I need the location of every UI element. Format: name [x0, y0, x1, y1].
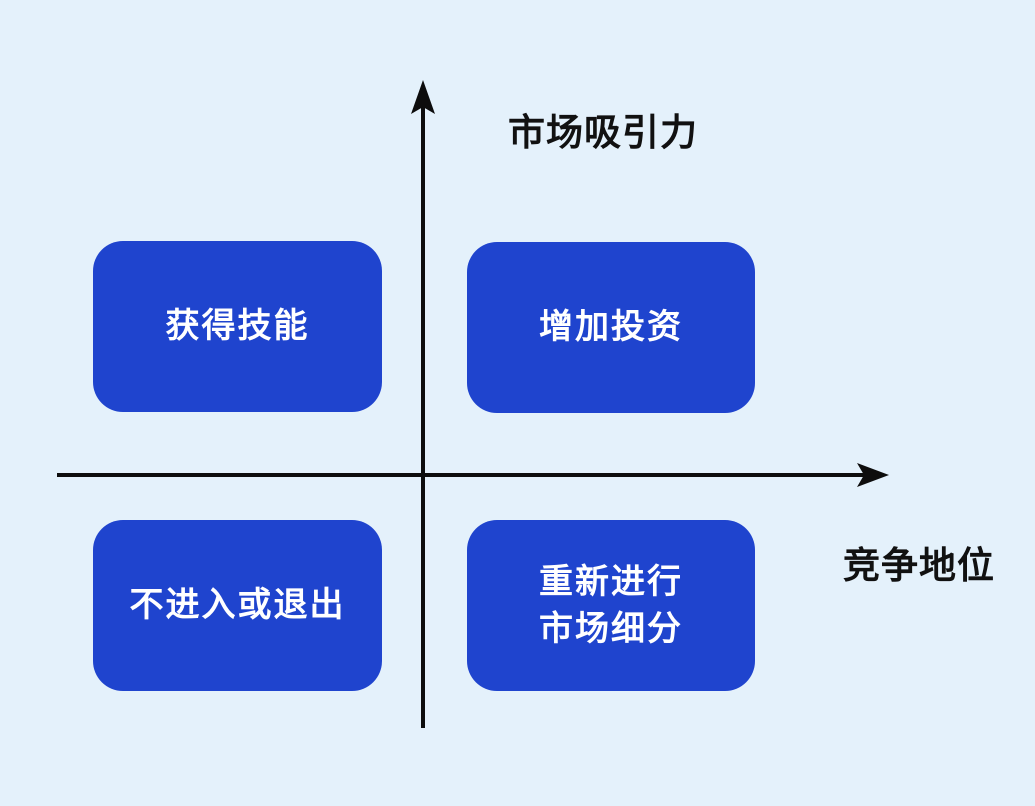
quadrant-box-bottom-right: 重新进行 市场细分 [467, 520, 755, 691]
right-arrowhead-icon [857, 463, 889, 487]
quadrant-label: 不进入或退出 [129, 586, 346, 625]
quadrant-label: 重新进行 市场细分 [539, 562, 683, 648]
y-axis-label: 市场吸引力 [508, 112, 698, 153]
quadrant-label: 增加投资 [539, 308, 683, 347]
quadrant-box-bottom-left: 不进入或退出 [93, 520, 382, 691]
x-axis-label: 竞争地位 [843, 545, 995, 586]
up-arrowhead-icon [411, 80, 435, 114]
quadrant-box-top-left: 获得技能 [93, 241, 382, 412]
quadrant-label: 获得技能 [165, 307, 310, 346]
quadrant-box-top-right: 增加投资 [467, 242, 755, 413]
